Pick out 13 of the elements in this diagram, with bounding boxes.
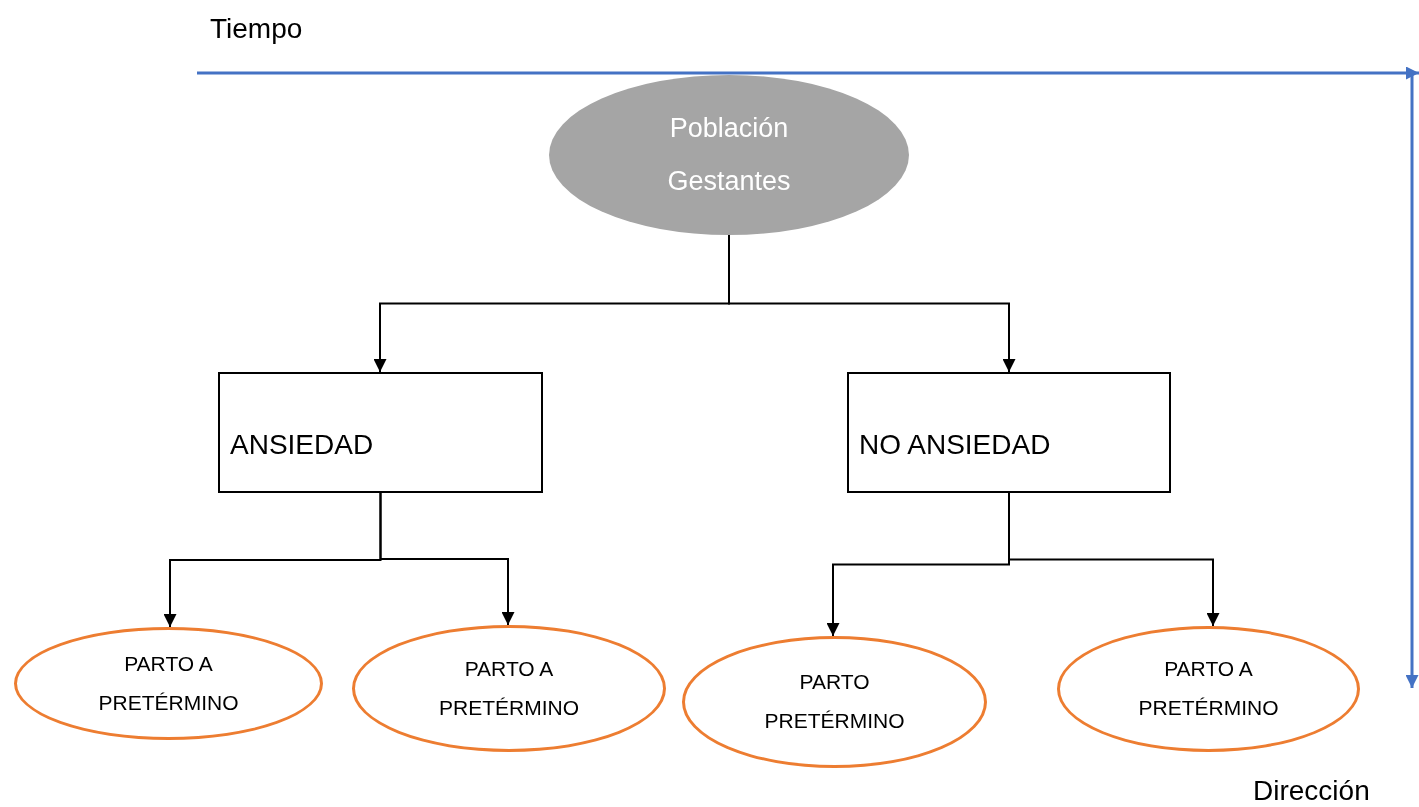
process-box	[847, 372, 1171, 493]
node-text: PARTO A PRETÉRMINO	[97, 650, 240, 716]
node-text: ANSIEDAD	[230, 427, 374, 462]
node-text: Población Gestantes	[666, 112, 792, 198]
node-text: PARTO A PRETÉRMINO	[1137, 656, 1280, 721]
process-box	[218, 372, 543, 493]
node-text: PARTO PRETÉRMINO	[763, 669, 906, 734]
arrow	[379, 492, 515, 626]
arrow	[1008, 492, 1220, 628]
axis-label: Tiempo	[210, 13, 303, 45]
node-text: NO ANSIEDAD	[859, 427, 1051, 462]
axis-label: Dirección	[1253, 775, 1370, 807]
node-text: PARTO A PRETÉRMINO	[438, 655, 580, 721]
